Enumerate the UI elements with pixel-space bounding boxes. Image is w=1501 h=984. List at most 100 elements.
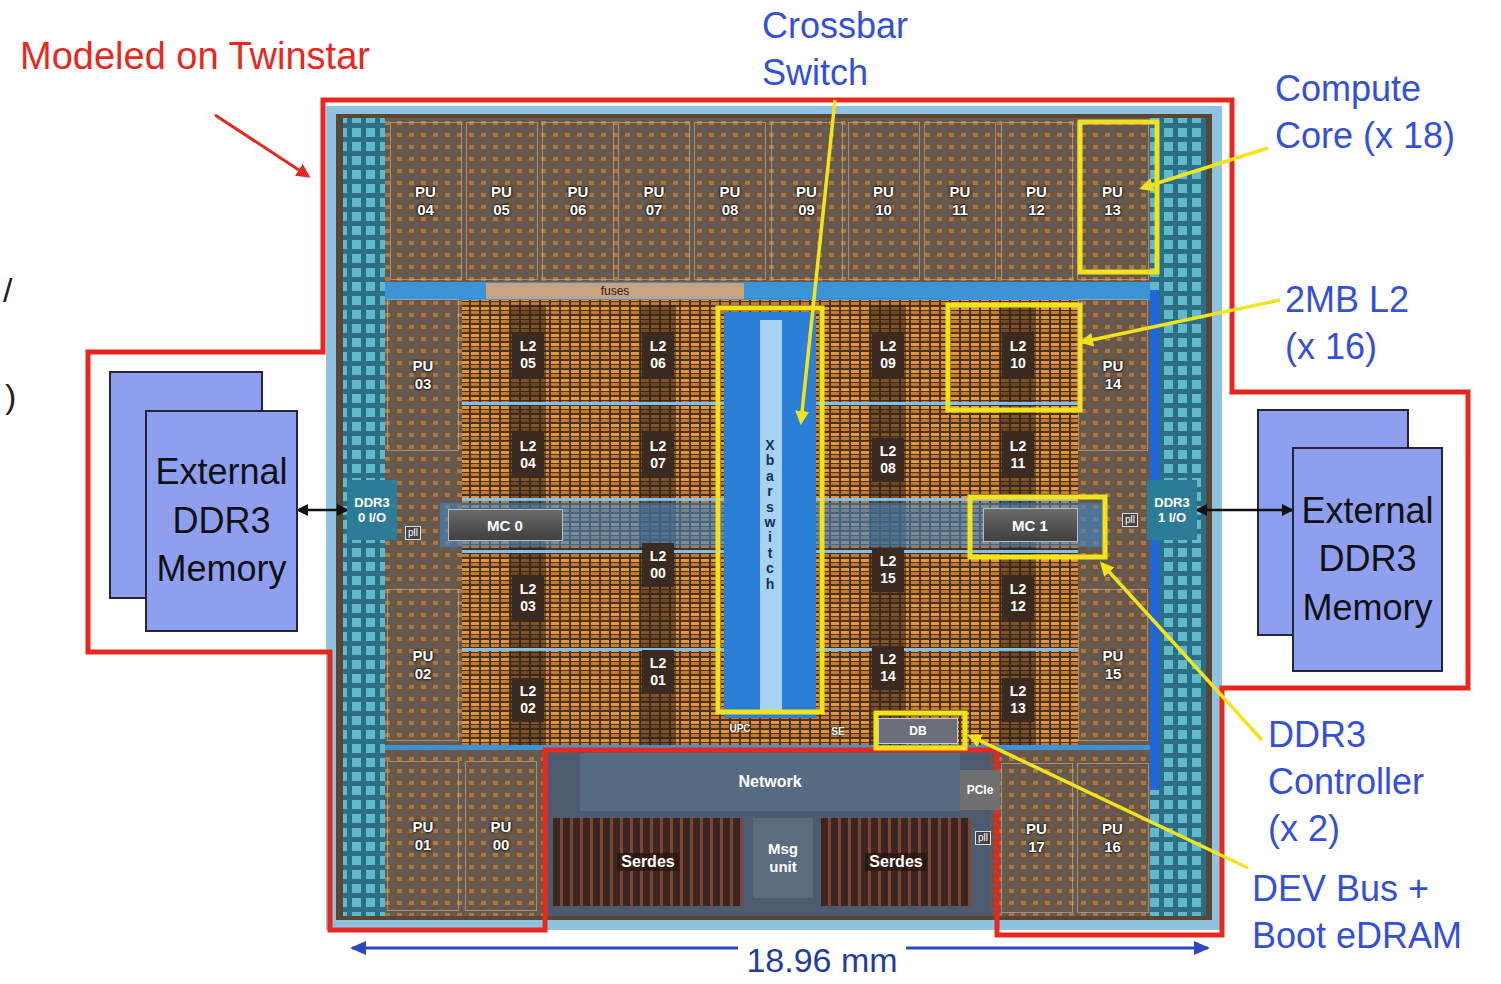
block-label: L2 12 xyxy=(1004,581,1032,615)
network-block: Network xyxy=(580,753,960,811)
highlight-box xyxy=(948,305,1080,410)
block-label: fuses xyxy=(601,284,630,298)
block-label: L2 03 xyxy=(514,581,542,615)
model-arrow xyxy=(215,115,308,176)
memory-link-arrow xyxy=(298,509,347,512)
model-note: Modeled on Twinstar xyxy=(20,34,370,80)
block-label: L2 05 xyxy=(514,338,542,372)
ddr-io-block: DDR3 1 I/O xyxy=(1147,480,1197,540)
dev-bus-block: DB xyxy=(878,718,958,744)
block-label: PU 06 xyxy=(562,183,595,219)
l2-cache-block: L2 09 xyxy=(872,333,904,377)
block-label: PU 17 xyxy=(1020,820,1053,856)
compute-core-block: PU 05 xyxy=(466,122,538,280)
compute-core-block: PU 00 xyxy=(465,761,537,911)
block-label: PU 04 xyxy=(409,183,442,219)
compute-core-block: PU 16 xyxy=(1077,763,1149,913)
edge-fragment: ) xyxy=(5,378,16,415)
callout-text: DDR3 Controller (x 2) xyxy=(1268,712,1448,852)
block-label: PU 01 xyxy=(407,818,440,854)
l2-cache-block: L2 07 xyxy=(642,433,674,477)
l2-cache-block: L2 15 xyxy=(872,548,904,592)
block-label: DDR3 0 I/O xyxy=(350,495,394,525)
block-label: Serdes xyxy=(865,853,926,871)
crossbar-switch: X b a r s w i t c h xyxy=(724,315,816,715)
compute-core-block: PU 08 xyxy=(694,122,766,280)
block-label: L2 10 xyxy=(1004,338,1032,372)
block-label: PU 09 xyxy=(790,183,823,219)
memory-link-arrow xyxy=(1197,509,1292,512)
fuse-strip: fuses xyxy=(486,283,744,299)
block-label: L2 09 xyxy=(874,338,902,372)
callout-text: Compute Core (x 18) xyxy=(1275,66,1480,160)
block-label: L2 13 xyxy=(1004,683,1032,717)
callout-text: 2MB L2 (x 16) xyxy=(1285,277,1435,371)
block-label: PU 11 xyxy=(944,183,977,219)
dimension-label: 18.96 mm xyxy=(738,942,905,979)
l2-cache-block: L2 10 xyxy=(1002,333,1034,377)
block-label: PU 02 xyxy=(407,647,440,683)
highlight-box xyxy=(1080,122,1157,272)
l2-cache-block: L2 12 xyxy=(1002,576,1034,620)
pll-tag: pll xyxy=(1122,513,1138,527)
block-label: L2 11 xyxy=(1004,438,1032,472)
block-label: X b a r s w i t c h xyxy=(764,438,775,592)
crossbar-stripe xyxy=(760,320,782,710)
block-label: PU 03 xyxy=(407,357,440,393)
core-row xyxy=(385,750,1150,916)
network-area xyxy=(548,752,990,916)
block-label: L2 06 xyxy=(644,338,672,372)
block-label: PU 15 xyxy=(1097,647,1130,683)
compute-core-block: PU 02 xyxy=(387,589,459,741)
external-memory-box: External DDR3 Memory xyxy=(1292,447,1443,672)
callout-text: DEV Bus + Boot eDRAM xyxy=(1252,866,1482,960)
pll-tag: pll xyxy=(975,831,991,845)
model-outline xyxy=(88,100,1468,935)
block-label: PCIe xyxy=(967,783,994,797)
block-label: Serdes xyxy=(617,853,678,871)
serdes-block: Serdes xyxy=(553,818,743,906)
block-label: PU 10 xyxy=(867,183,900,219)
compute-core-block: PU 09 xyxy=(771,122,843,280)
serdes-block: Serdes xyxy=(821,818,971,906)
block-label: PU 05 xyxy=(485,183,518,219)
compute-core-block: PU 07 xyxy=(618,122,690,280)
block-label: Network xyxy=(738,773,801,791)
leader-line xyxy=(801,100,835,422)
block-label: L2 02 xyxy=(514,683,542,717)
leader-line xyxy=(1082,300,1280,342)
crossbar-fill xyxy=(724,312,816,718)
core-row xyxy=(385,118,1150,282)
compute-core-block: PU 12 xyxy=(1001,122,1073,280)
callout-text: Crossbar Switch xyxy=(762,3,937,97)
power-rail xyxy=(1150,290,1159,790)
block-label: External DDR3 Memory xyxy=(151,448,292,594)
block-label: L2 04 xyxy=(514,438,542,472)
compute-core-block: PU 15 xyxy=(1078,589,1148,741)
l2-cache-block: L2 08 xyxy=(872,438,904,482)
block-label: PU 07 xyxy=(638,183,671,219)
die-body xyxy=(336,114,1212,920)
block-label: PU 16 xyxy=(1096,820,1129,856)
block-label: MC 0 xyxy=(487,517,523,534)
l2-cache-block: L2 11 xyxy=(1002,433,1034,477)
compute-core-block: PU 10 xyxy=(848,122,920,280)
block-label: Msg unit xyxy=(757,840,809,876)
l2-cache-block: L2 06 xyxy=(642,333,674,377)
compute-core-block: PU 01 xyxy=(387,761,459,911)
block-label: DB xyxy=(909,724,926,738)
block-label: PU 14 xyxy=(1097,357,1130,393)
leader-line xyxy=(1102,564,1262,740)
ddr-io-block: DDR3 0 I/O xyxy=(347,480,397,540)
block-tag: SE xyxy=(831,726,844,737)
leader-line xyxy=(1142,148,1268,188)
block-label: L2 00 xyxy=(644,548,672,582)
block-label: L2 01 xyxy=(644,655,672,689)
pcie-block: PCIe xyxy=(960,770,1000,810)
block-label: PU 12 xyxy=(1020,183,1053,219)
l2-cache-block: L2 05 xyxy=(512,333,544,377)
external-memory-box: External DDR3 Memory xyxy=(145,410,298,632)
leader-line xyxy=(970,736,1248,868)
compute-core-block: PU 04 xyxy=(390,122,462,280)
